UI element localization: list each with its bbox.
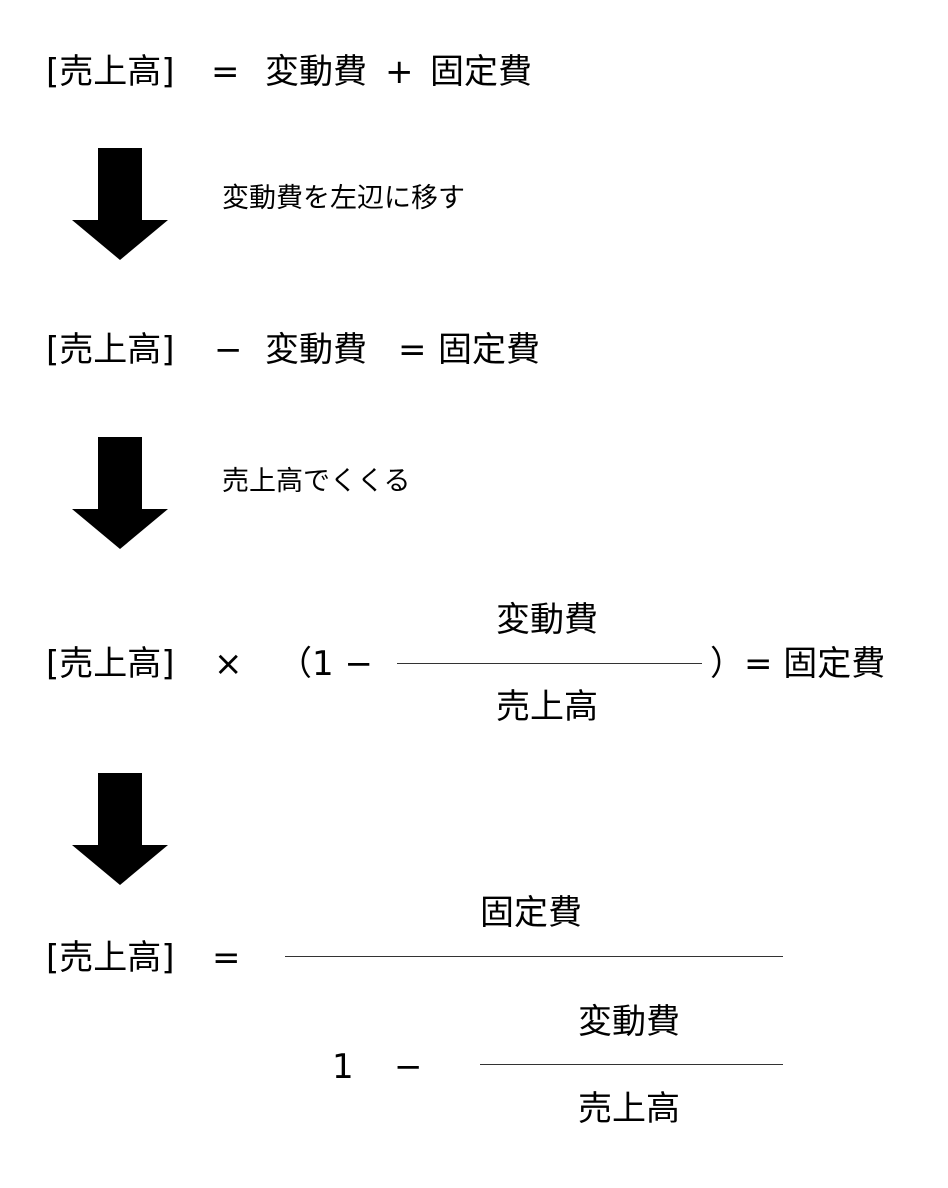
down-arrow-icon (72, 773, 168, 885)
inner-fraction-numerator: 変動費 (578, 1002, 680, 1042)
fraction-denominator: 売上高 (496, 687, 598, 727)
fixed-cost-term: 固定費 (438, 330, 540, 370)
plus-sign: + (385, 52, 414, 92)
denominator-minus: − (394, 1047, 423, 1087)
lhs-sales: [売上高] (46, 330, 175, 370)
variable-cost-term: 変動費 (265, 52, 367, 92)
fixed-cost-term: 固定費 (430, 52, 532, 92)
minus-sign: − (214, 330, 243, 370)
lhs-sales: [売上高] (46, 644, 175, 684)
inner-fraction-line (480, 1064, 783, 1065)
lhs-sales: [売上高] (46, 938, 175, 978)
equals-sign: = (212, 938, 241, 978)
inner-fraction-denominator: 売上高 (578, 1089, 680, 1129)
open-paren-one-minus: （1 − (278, 644, 373, 684)
close-paren-equals-fixed-cost: ）= 固定費 (710, 644, 886, 684)
step-note-move-variable-cost: 変動費を左辺に移す (222, 183, 465, 214)
equals-sign: = (211, 52, 240, 92)
down-arrow-icon (72, 437, 168, 549)
main-fraction-numerator: 固定費 (480, 893, 582, 933)
equals-sign: = (398, 330, 427, 370)
down-arrow-icon (72, 148, 168, 260)
times-sign: × (214, 644, 243, 684)
denominator-one: 1 (332, 1047, 354, 1087)
main-fraction-line (285, 956, 783, 957)
fraction-numerator: 変動費 (496, 600, 598, 640)
variable-cost-term: 変動費 (265, 330, 367, 370)
lhs-sales: [売上高] (46, 52, 175, 92)
fraction-line (397, 663, 702, 664)
step-note-factor-sales: 売上高でくくる (222, 466, 411, 497)
